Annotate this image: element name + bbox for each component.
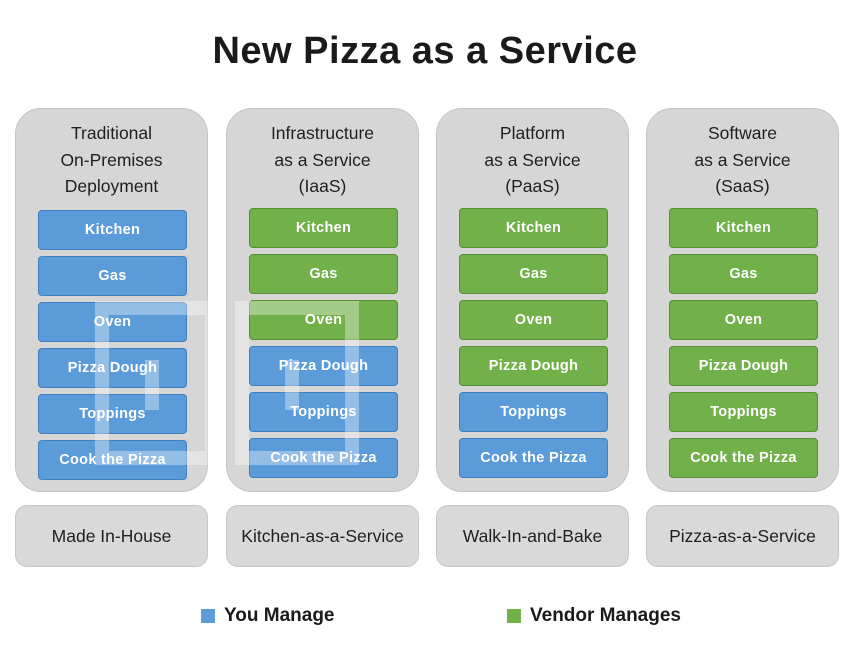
footer-made-in-house: Made In-House (15, 505, 208, 567)
column-header-line: Infrastructure (270, 123, 375, 143)
layer-oven: Oven (459, 300, 608, 340)
page-title: New Pizza as a Service (212, 30, 638, 72)
legend-label: Vendor Manages (530, 605, 681, 626)
layer-cook-the-pizza: Cook the Pizza (459, 438, 608, 478)
footer-kitchen-as-a-service: Kitchen-as-a-Service (226, 505, 419, 567)
column-header: Infrastructure as a Service (IaaS) (227, 120, 418, 200)
column-header-line: Software (707, 123, 778, 143)
layer-pizza-dough: Pizza Dough (249, 346, 398, 386)
layer-pizza-dough: Pizza Dough (38, 348, 187, 388)
layer-cook-the-pizza: Cook the Pizza (249, 438, 398, 478)
layer-toppings: Toppings (38, 394, 187, 434)
layer-oven: Oven (38, 302, 187, 342)
legend-swatch-green (507, 609, 521, 623)
layer-gas: Gas (38, 256, 187, 296)
legend-label: You Manage (224, 605, 335, 626)
layer-toppings: Toppings (459, 392, 608, 432)
footer-walk-in-and-bake: Walk-In-and-Bake (436, 505, 629, 567)
layer-kitchen: Kitchen (669, 208, 818, 248)
column-paas: Platform as a Service (PaaS) Kitchen Gas… (436, 108, 629, 492)
column-header-line: (IaaS) (298, 176, 347, 196)
legend-you-manage: You Manage (201, 605, 335, 627)
column-saas: Software as a Service (SaaS) Kitchen Gas… (646, 108, 839, 492)
layer-kitchen: Kitchen (459, 208, 608, 248)
layer-gas: Gas (459, 254, 608, 294)
column-header: Software as a Service (SaaS) (647, 120, 838, 200)
column-header-line: as a Service (694, 149, 791, 170)
column-header: Traditional On-Premises Deployment (16, 120, 207, 200)
footer-pizza-as-a-service: Pizza-as-a-Service (646, 505, 839, 567)
column-header-line: (PaaS) (505, 176, 560, 196)
column-header-line: as a Service (274, 149, 371, 170)
column-header-line: Deployment (64, 176, 159, 196)
layer-gas: Gas (249, 254, 398, 294)
layer-oven: Oven (249, 300, 398, 340)
column-header-line: as a Service (484, 149, 581, 170)
layer-pizza-dough: Pizza Dough (459, 346, 608, 386)
layer-toppings: Toppings (249, 392, 398, 432)
column-header-line: Traditional (70, 123, 153, 143)
layer-oven: Oven (669, 300, 818, 340)
column-header-line: (SaaS) (715, 176, 770, 196)
layer-kitchen: Kitchen (249, 208, 398, 248)
layer-pizza-dough: Pizza Dough (669, 346, 818, 386)
layer-cook-the-pizza: Cook the Pizza (669, 438, 818, 478)
layer-gas: Gas (669, 254, 818, 294)
column-iaas: Infrastructure as a Service (IaaS) Kitch… (226, 108, 419, 492)
layer-cook-the-pizza: Cook the Pizza (38, 440, 187, 480)
column-header: Platform as a Service (PaaS) (437, 120, 628, 200)
legend-swatch-blue (201, 609, 215, 623)
legend-vendor-manages: Vendor Manages (507, 605, 681, 627)
layer-kitchen: Kitchen (38, 210, 187, 250)
column-traditional: Traditional On-Premises Deployment Kitch… (15, 108, 208, 492)
column-header-line: On-Premises (60, 149, 163, 170)
column-header-line: Platform (499, 123, 566, 143)
layer-toppings: Toppings (669, 392, 818, 432)
